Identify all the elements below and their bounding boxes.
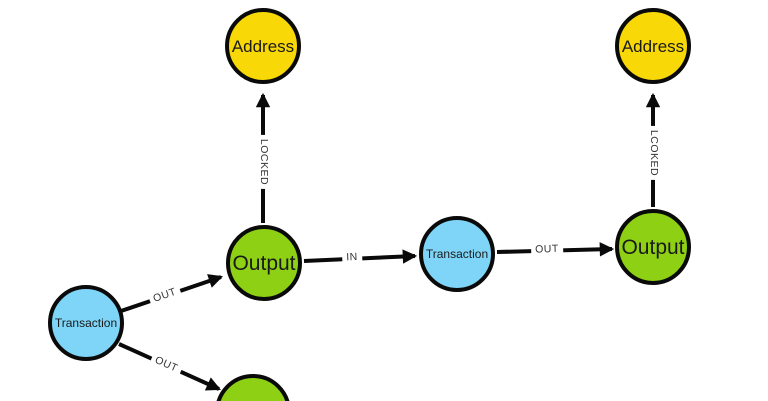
edge-label-in-1: IN	[342, 250, 362, 266]
node-address-2-label: Address	[621, 36, 685, 56]
node-output-1: Output	[226, 225, 302, 301]
node-address-1: Address	[225, 8, 301, 84]
node-output-2: Output	[615, 209, 691, 285]
node-transaction-2: Transaction	[419, 216, 495, 292]
node-address-1-label: Address	[231, 36, 295, 56]
edge-label-locked-1: LOCKED	[256, 134, 270, 190]
node-transaction-1-label: Transaction	[54, 316, 118, 330]
node-transaction-2-label: Transaction	[425, 247, 489, 261]
node-address-2: Address	[615, 8, 691, 84]
node-output-1-label: Output	[232, 251, 296, 275]
edge-label-locked-2: LCOKED	[646, 125, 660, 181]
node-output-2-label: Output	[621, 235, 685, 259]
edge-label-out-3: OUT	[530, 242, 564, 258]
node-transaction-1: Transaction	[48, 285, 124, 361]
